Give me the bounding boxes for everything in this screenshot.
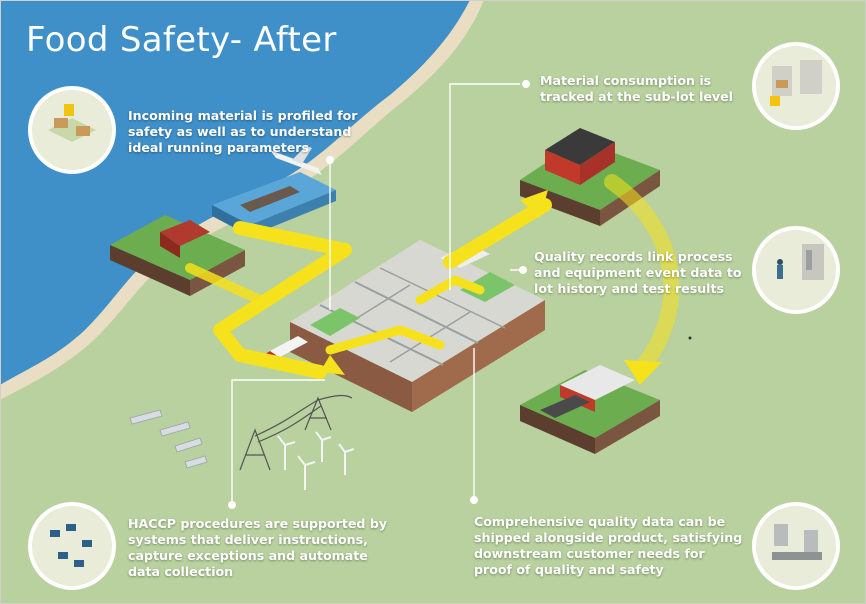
shoreline [0, 0, 484, 400]
caption-line: shipped alongside product, satisfying [474, 530, 743, 545]
caption-line: Comprehensive quality data can be [474, 514, 726, 529]
office-workstations-icon [28, 502, 116, 590]
caption-line: capture exceptions and automate [128, 548, 368, 563]
callout-dots [228, 80, 530, 509]
page-title: Food Safety- After [26, 20, 337, 60]
power-grid [239, 394, 353, 471]
sea-area [0, 0, 470, 385]
caption-line: lot history and test results [534, 281, 725, 296]
flow-arrowhead-distribution [624, 360, 662, 385]
caption-line: Incoming material is profiled for [128, 108, 358, 123]
warehouse-platform [520, 128, 660, 226]
farm-platform [110, 215, 245, 296]
airplane-icon [270, 146, 322, 175]
caption-line: downstream customer needs for [474, 546, 705, 561]
caption-line: tracked at the sub-lot level [540, 89, 733, 104]
caption-line: Material consumption is [540, 73, 712, 88]
caption-line: Quality records link process [534, 249, 733, 264]
caption-material-consumption: Material consumption is tracked at the s… [540, 73, 733, 105]
warehouse-shelves-icon [752, 42, 840, 130]
caption-line: systems that deliver instructions, [128, 532, 368, 547]
distribution-platform [520, 365, 660, 454]
flow-arrowhead-warehouse [520, 190, 548, 218]
callout-leaders [231, 83, 525, 505]
caption-line: safety as well as to understand [128, 124, 352, 139]
caption-quality-records: Quality records link process and equipme… [534, 249, 742, 297]
warehouse-forklift-icon [28, 86, 116, 174]
control-room-operators-icon [752, 226, 840, 314]
material-flow-path [185, 174, 680, 379]
wind-turbines [277, 431, 355, 490]
caption-incoming-material: Incoming material is profiled for safety… [128, 108, 358, 156]
caption-comprehensive-quality: Comprehensive quality data can be shippe… [474, 514, 742, 578]
robotic-machinery-icon [752, 502, 840, 590]
caption-haccp-procedures: HACCP procedures are supported by system… [128, 516, 387, 580]
caption-line: HACCP procedures are supported by [128, 516, 388, 531]
caption-line: proof of quality and safety [474, 562, 664, 577]
flow-arrowhead-factory [320, 355, 345, 375]
solar-panels [129, 409, 208, 469]
caption-line: and equipment event data to [534, 265, 742, 280]
decorative-dot [688, 336, 692, 340]
caption-line: data collection [128, 564, 234, 579]
caption-line: ideal running parameters [128, 140, 310, 155]
cargo-ship [240, 186, 300, 212]
